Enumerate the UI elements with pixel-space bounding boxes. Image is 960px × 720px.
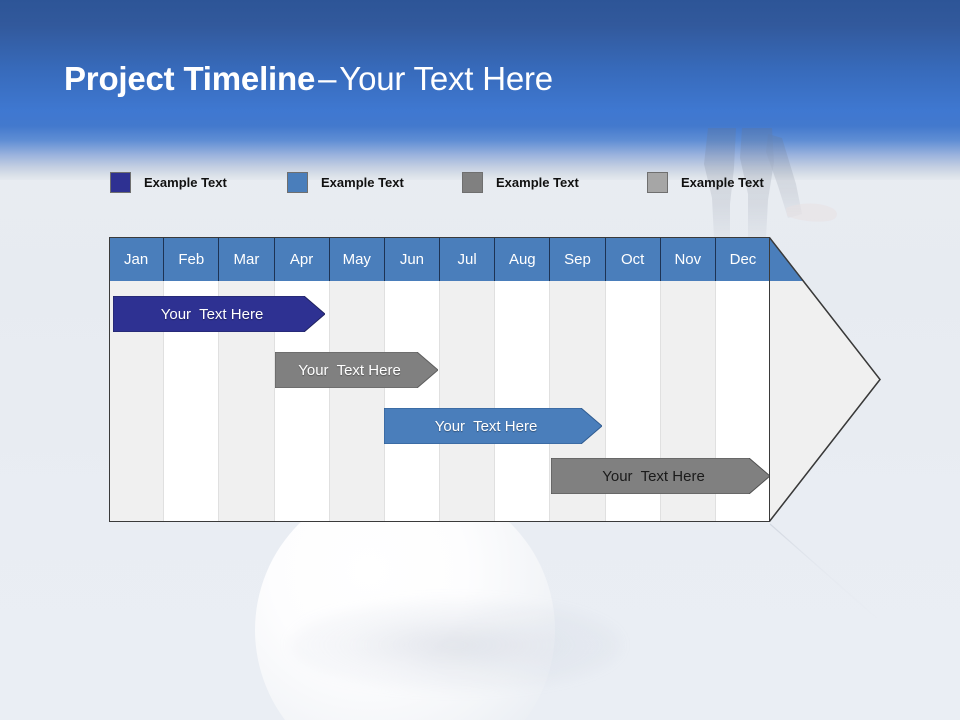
month-header-apr[interactable]: Apr bbox=[274, 237, 330, 281]
timeline-bar-1[interactable]: Your Text Here bbox=[113, 296, 325, 332]
legend-swatch-icon-3 bbox=[462, 171, 483, 193]
month-header-row: Jan Feb Mar Apr May Jun Jul Aug Sep Oct … bbox=[109, 237, 771, 281]
month-header-jul[interactable]: Jul bbox=[440, 237, 496, 281]
timeline-chart: Jan Feb Mar Apr May Jun Jul Aug Sep Oct … bbox=[109, 237, 771, 522]
legend-item-1[interactable]: Example Text bbox=[110, 170, 227, 194]
timeline-bar-4-label: Your Text Here bbox=[602, 467, 705, 485]
month-header-dec[interactable]: Dec bbox=[715, 237, 771, 281]
title-dash: – bbox=[318, 60, 337, 97]
month-header-may[interactable]: May bbox=[329, 237, 385, 281]
legend-swatch-icon-4 bbox=[647, 171, 668, 193]
month-header-jun[interactable]: Jun bbox=[384, 237, 441, 281]
timeline-bar-3-label: Your Text Here bbox=[434, 417, 538, 435]
legend-swatch-icon-1 bbox=[110, 171, 131, 193]
legend-item-2[interactable]: Example Text bbox=[287, 170, 404, 194]
month-header-oct[interactable]: Oct bbox=[605, 237, 661, 281]
timeline-arrowhead bbox=[769, 237, 881, 522]
month-header-aug[interactable]: Aug bbox=[495, 237, 551, 281]
month-header-nov[interactable]: Nov bbox=[660, 237, 716, 281]
timeline-bar-4[interactable]: Your Text Here bbox=[551, 458, 770, 494]
legend-item-4[interactable]: Example Text bbox=[647, 170, 764, 194]
chart-column-jun bbox=[384, 281, 441, 522]
timeline-bar-2[interactable]: Your Text Here bbox=[275, 352, 438, 388]
month-header-mar[interactable]: Mar bbox=[219, 237, 275, 281]
title-light-part: Your Text Here bbox=[339, 60, 553, 97]
slide-title: Project Timeline–Your Text Here bbox=[64, 60, 553, 98]
legend-swatch-icon-2 bbox=[287, 171, 308, 193]
chart-column-jul bbox=[440, 281, 496, 522]
background-sphere-shadow bbox=[290, 600, 620, 690]
title-strong-part: Project Timeline bbox=[64, 60, 316, 97]
timeline-bar-4-shape bbox=[551, 458, 770, 494]
legend-label-3: Example Text bbox=[496, 174, 579, 190]
legend-label-4: Example Text bbox=[681, 174, 764, 190]
chart-column-may bbox=[329, 281, 385, 522]
legend: Example Text Example Text Example Text E… bbox=[110, 170, 850, 194]
month-header-sep[interactable]: Sep bbox=[550, 237, 606, 281]
legend-item-3[interactable]: Example Text bbox=[462, 170, 579, 194]
timeline-bar-2-label: Your Text Here bbox=[298, 361, 401, 379]
month-header-jan[interactable]: Jan bbox=[109, 237, 165, 281]
month-header-feb[interactable]: Feb bbox=[164, 237, 220, 281]
timeline-bar-2-shape bbox=[275, 352, 438, 388]
chart-column-aug bbox=[495, 281, 551, 522]
timeline-bar-1-shape bbox=[113, 296, 325, 332]
timeline-bar-3[interactable]: Your Text Here bbox=[384, 408, 602, 444]
legend-label-1: Example Text bbox=[144, 174, 227, 190]
timeline-bar-1-label: Your Text Here bbox=[160, 305, 264, 323]
legend-label-2: Example Text bbox=[321, 174, 404, 190]
timeline-bar-3-shape bbox=[384, 408, 602, 444]
